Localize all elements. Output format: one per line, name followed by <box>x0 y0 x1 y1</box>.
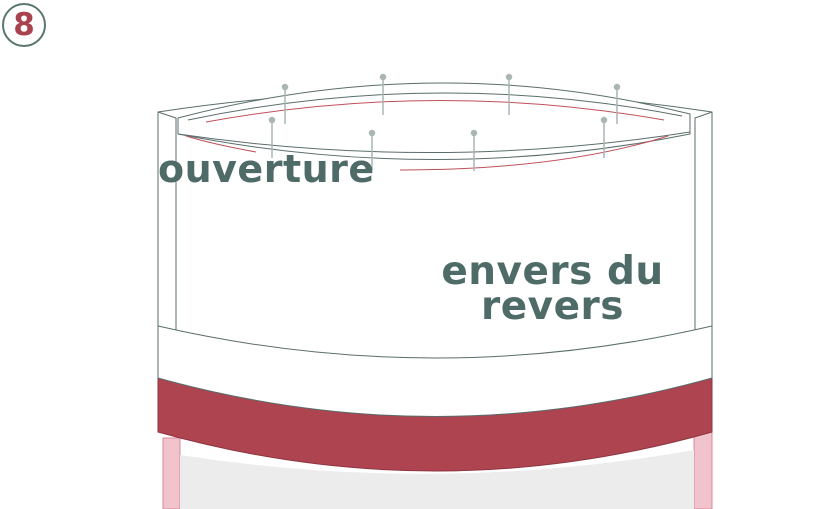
step-number-badge: 8 <box>2 3 46 47</box>
pins-back-row <box>281 73 621 124</box>
pins-front-row <box>268 116 608 171</box>
opening-rim-inner <box>187 92 683 121</box>
lining-strip-right <box>693 429 713 509</box>
sleeve-interior <box>180 450 694 509</box>
cuff-fold-line <box>157 325 713 359</box>
cuff-wrong-side-label: envers du revers <box>440 249 665 330</box>
stitch-line-top <box>205 100 665 123</box>
side-seam-right <box>694 111 713 330</box>
opening-rim-outer <box>177 82 691 160</box>
step-number: 8 <box>13 7 35 43</box>
cuff-wrong-side-label-line1: envers du <box>441 249 664 294</box>
lining-strip-left <box>162 437 181 509</box>
cuff-wrong-side-label-line2: revers <box>480 284 624 330</box>
side-seam-left <box>157 111 177 330</box>
stitch-line-front-left <box>185 135 257 153</box>
opening-label: ouverture <box>158 147 375 191</box>
stitch-line-front-right <box>399 135 669 171</box>
opening-rim-edge <box>177 131 691 154</box>
